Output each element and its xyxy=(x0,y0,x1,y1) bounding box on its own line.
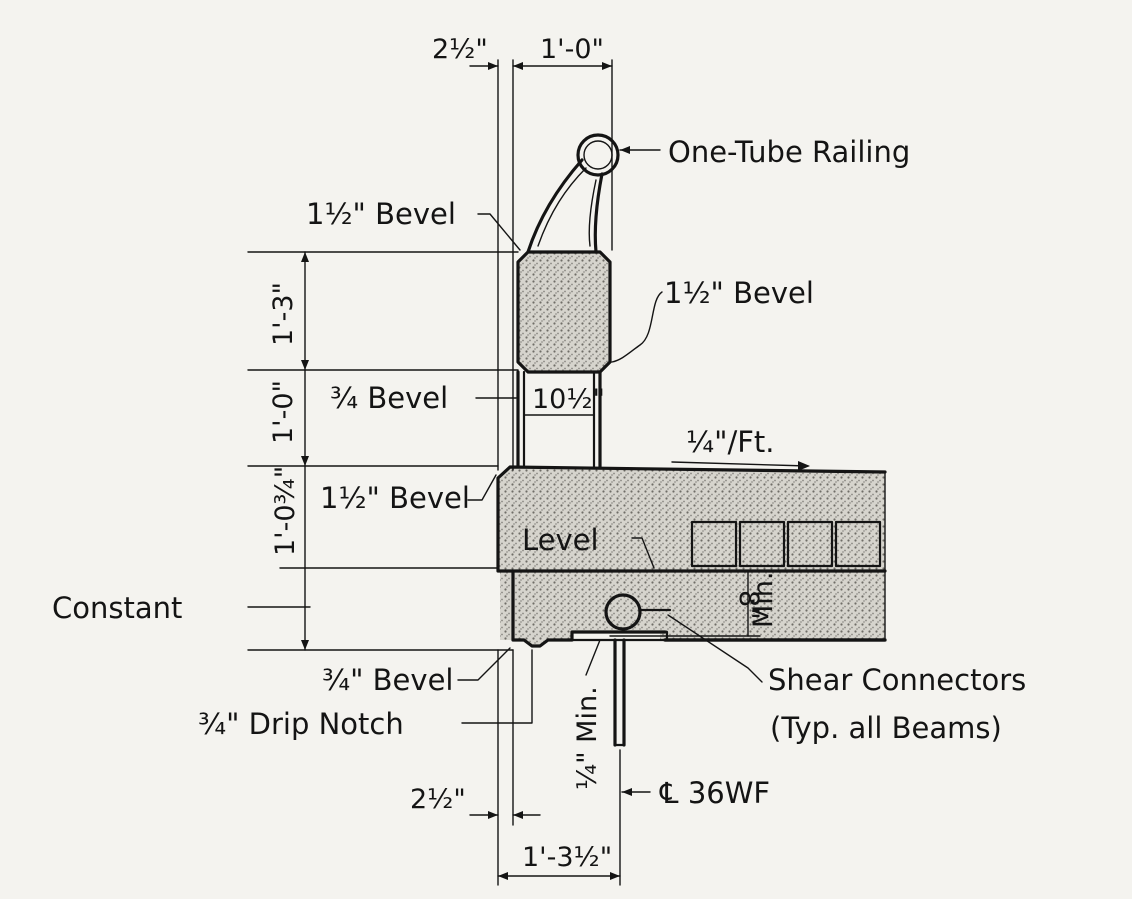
dim-arrow xyxy=(488,811,498,819)
level-label: Level xyxy=(522,523,599,557)
bevel-leader xyxy=(457,647,511,681)
curb-outline xyxy=(496,465,887,573)
dim-post-height: 1'-3" xyxy=(268,282,299,346)
deck-cell xyxy=(738,520,786,568)
slope-label: ¼"/Ft. xyxy=(686,425,775,459)
dim-arrow xyxy=(488,62,498,70)
railing-bracket-inner xyxy=(537,167,597,247)
shear-leader xyxy=(667,614,763,683)
dim-rail-height: 1'-0" xyxy=(268,380,299,444)
dim-arrow xyxy=(513,62,523,70)
dim-top-offset: 2½" xyxy=(432,34,488,65)
shear-connector xyxy=(604,593,642,631)
dim-arrow xyxy=(602,62,612,70)
haunch xyxy=(500,571,885,646)
shear-note: (Typ. all Beams) xyxy=(770,711,1002,745)
concrete-post xyxy=(518,252,610,372)
bevel-leader xyxy=(477,213,521,251)
constant-label: Constant xyxy=(52,591,182,625)
leader xyxy=(585,639,601,676)
slope-arrow-head xyxy=(798,461,810,471)
bevel-label: 1½" Bevel xyxy=(320,481,470,515)
shear-label: Shear Connectors xyxy=(768,663,1026,697)
dim-top-width: 1'-0" xyxy=(540,34,604,65)
deck-cell xyxy=(786,520,834,568)
dim-arrow xyxy=(301,456,309,466)
drip-leader xyxy=(461,649,533,724)
beam-label: ℄ 36WF xyxy=(659,776,770,810)
railing-tube xyxy=(576,133,620,177)
railing-tube-inner xyxy=(583,140,613,170)
railing-label: One-Tube Railing xyxy=(668,135,910,169)
dim-arrow xyxy=(620,146,630,154)
deck-cell xyxy=(834,520,882,568)
dim-curb-height: 1'-0¾" xyxy=(270,466,301,556)
dim-haunch-note: Min. xyxy=(748,572,779,629)
dim-bottom-offset: 2½" xyxy=(410,784,466,815)
bevel-leader xyxy=(611,291,663,363)
dim-haunch: 8" xyxy=(733,590,764,620)
bevel-leader xyxy=(467,474,497,501)
dim-arrow xyxy=(498,872,508,880)
bevel-label: 1½" Bevel xyxy=(664,276,814,310)
bevel-label: ¾ Bevel xyxy=(330,381,448,415)
slope-arrow-line xyxy=(671,461,809,467)
dim-arrow xyxy=(513,811,523,819)
drip-notch-label: ¾" Drip Notch xyxy=(198,707,404,741)
dim-post-width: 10½" xyxy=(532,384,605,415)
bevel-label: ¾" Bevel xyxy=(322,663,453,697)
deck-cell xyxy=(690,520,738,568)
level-leader xyxy=(631,537,655,569)
railing-bracket xyxy=(526,158,604,254)
dim-arrow xyxy=(610,872,620,880)
dim-bottom-width: 1'-3½" xyxy=(522,842,612,873)
bevel-label: 1½" Bevel xyxy=(306,197,456,231)
dim-flange-min: ¼" Min. xyxy=(572,686,603,790)
dim-arrow xyxy=(301,360,309,370)
dim-arrow xyxy=(301,252,309,262)
dim-arrow xyxy=(622,788,632,796)
dim-arrow xyxy=(301,640,309,650)
